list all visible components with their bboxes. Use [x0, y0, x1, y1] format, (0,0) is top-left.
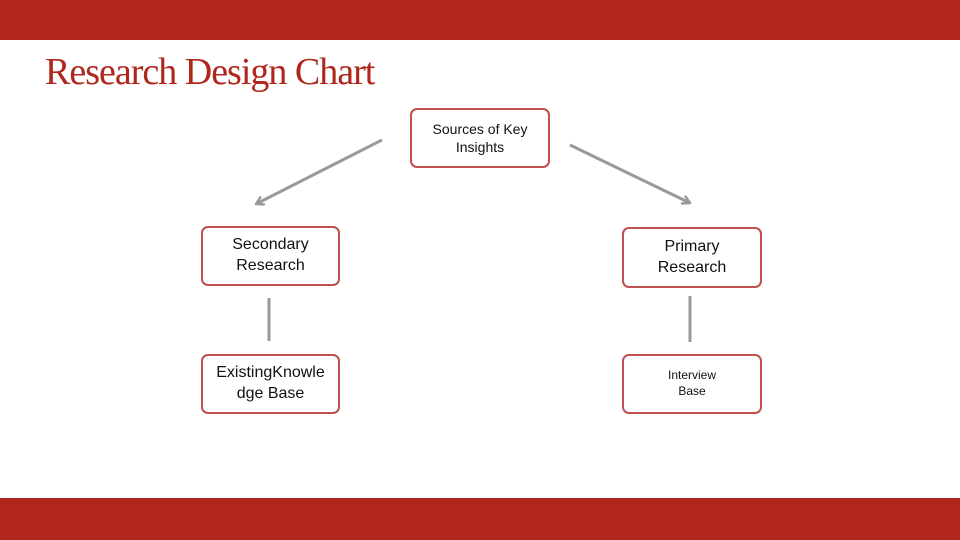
- bottom-accent-band: [0, 498, 960, 540]
- node-label: Interview Base: [667, 368, 717, 398]
- slide-title: Research Design Chart: [45, 51, 375, 93]
- node-label: Secondary Research: [232, 236, 309, 274]
- arrow-to-primary: [569, 143, 690, 203]
- node-primary-research: Primary Research: [622, 227, 762, 288]
- top-accent-band: [0, 0, 960, 40]
- node-label: Primary Research: [657, 237, 727, 276]
- node-label: Sources of Key Insights: [432, 120, 528, 155]
- node-existing-knowledge-base: ExistingKnowledge Base: [201, 354, 340, 414]
- node-secondary-research: Secondary Research: [201, 226, 340, 286]
- node-sources-of-key-insights: Sources of Key Insights: [410, 108, 550, 168]
- node-label: ExistingKnowledge Base: [216, 364, 325, 402]
- node-interview-base: Interview Base: [622, 354, 762, 414]
- arrow-to-secondary: [256, 138, 383, 204]
